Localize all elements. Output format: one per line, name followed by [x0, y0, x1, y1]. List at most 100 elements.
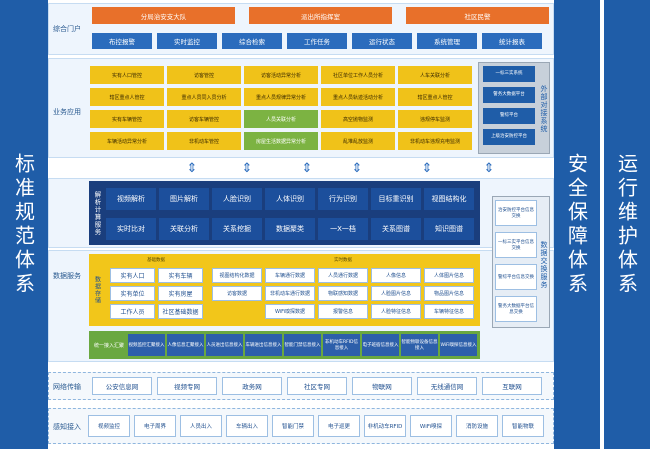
network-item-3[interactable]: 社区专网: [287, 377, 347, 395]
portal-menu-4[interactable]: 运行状态: [352, 33, 412, 49]
compute-r2-2[interactable]: 关系挖掘: [212, 218, 262, 240]
app-col4-0[interactable]: 社区单位工作人员分析: [321, 66, 395, 84]
rt-cell-6[interactable]: 非机动车通行数据: [265, 286, 315, 301]
access-cell-7[interactable]: 智能物联设备信息接入: [401, 334, 438, 356]
exchange-arrow: ⇕: [483, 160, 495, 176]
compute-r2-6[interactable]: 知识图谱: [424, 218, 474, 240]
external-item-2[interactable]: 警综平台: [483, 108, 535, 124]
exchange-item-2[interactable]: 警综平台信息交换: [495, 264, 537, 290]
compute-r1-5[interactable]: 目标重识别: [371, 188, 421, 210]
rt-cell-8[interactable]: 人脸图片信息: [371, 286, 421, 301]
portal-menu-2[interactable]: 综合检索: [222, 33, 282, 49]
rt-cell-1[interactable]: 车辆通行数据: [265, 268, 315, 283]
app-col5-2[interactable]: 违规停车监测: [398, 110, 472, 128]
compute-r1-6[interactable]: 视图结构化: [424, 188, 474, 210]
base-cell-1[interactable]: 实有车辆: [158, 268, 203, 283]
compute-r2-5[interactable]: 关系图谱: [371, 218, 421, 240]
sense-item-5[interactable]: 电子巡更: [318, 415, 360, 437]
app-col4-2[interactable]: 高空抛物监测: [321, 110, 395, 128]
portal-menu-6[interactable]: 统计报表: [482, 33, 542, 49]
app-col4-3[interactable]: 乱堆乱放监测: [321, 132, 395, 150]
exchange-item-0[interactable]: 治安防控平台信息交换: [495, 200, 537, 226]
app-col3-0[interactable]: 访客活动异常分析: [244, 66, 318, 84]
portal-menu-0[interactable]: 布控报警: [92, 33, 152, 49]
compute-r2-4[interactable]: 一X一档: [318, 218, 368, 240]
app-col1-3[interactable]: 车辆活动异常分析: [90, 132, 164, 150]
portal-top-0[interactable]: 分局治安支大队: [92, 7, 235, 24]
network-item-5[interactable]: 无线通信网: [417, 377, 477, 395]
compute-r1-1[interactable]: 图片解析: [159, 188, 209, 210]
app-col1-0[interactable]: 实有人口管控: [90, 66, 164, 84]
portal-menu-3[interactable]: 工作任务: [287, 33, 347, 49]
sense-item-6[interactable]: 非机动车RFID: [364, 415, 406, 437]
app-col5-0[interactable]: 人车关联分析: [398, 66, 472, 84]
app-col5-1[interactable]: 辖区重点人管控: [398, 88, 472, 106]
access-cell-0[interactable]: 视频监控汇聚接入: [128, 334, 165, 356]
access-cell-4[interactable]: 智能门禁信息接入: [284, 334, 321, 356]
up-down-arrow-2: ⇕: [301, 160, 313, 176]
portal-top-1[interactable]: 派出所指挥室: [249, 7, 392, 24]
portal-menu-5[interactable]: 系统管理: [417, 33, 477, 49]
access-cell-8[interactable]: WiFi嗅探信息接入: [440, 334, 477, 356]
rt-cell-2[interactable]: 人员通行数据: [318, 268, 368, 283]
rt-cell-13[interactable]: 人脸特征信息: [371, 304, 421, 319]
sense-item-0[interactable]: 视频监控: [88, 415, 130, 437]
app-col4-1[interactable]: 重点人员轨迹活动分析: [321, 88, 395, 106]
sense-item-4[interactable]: 智能门禁: [272, 415, 314, 437]
external-item-3[interactable]: 上级治安防控平台: [483, 129, 535, 145]
app-col3-3[interactable]: 房屋生活数据异常分析: [244, 132, 318, 150]
sense-item-1[interactable]: 电子周界: [134, 415, 176, 437]
access-cell-6[interactable]: 电子班宿信息接入: [362, 334, 399, 356]
rt-cell-3[interactable]: 人像信息: [371, 268, 421, 283]
base-cell-0[interactable]: 实有人口: [110, 268, 155, 283]
sense-item-8[interactable]: 消防设施: [456, 415, 498, 437]
network-item-4[interactable]: 物联网: [352, 377, 412, 395]
app-col5-3[interactable]: 非机动车违规充电监测: [398, 132, 472, 150]
access-cell-2[interactable]: 人员进出信息接入: [206, 334, 243, 356]
external-item-0[interactable]: 一标三实系统: [483, 66, 535, 82]
base-cell-5[interactable]: 社区基础数据: [158, 304, 203, 319]
app-col2-0[interactable]: 访客管控: [167, 66, 241, 84]
network-item-1[interactable]: 视频专网: [157, 377, 217, 395]
rt-cell-5[interactable]: 访客数据: [212, 286, 262, 301]
portal-menu-1[interactable]: 实时监控: [157, 33, 217, 49]
compute-r2-0[interactable]: 实时比对: [106, 218, 156, 240]
network-item-0[interactable]: 公安信息网: [92, 377, 152, 395]
sense-item-7[interactable]: WiFi嗅探: [410, 415, 452, 437]
app-col2-3[interactable]: 非机动车管控: [167, 132, 241, 150]
base-cell-2[interactable]: 实有单位: [110, 286, 155, 301]
compute-r2-3[interactable]: 数据聚类: [265, 218, 315, 240]
network-item-2[interactable]: 政务网: [222, 377, 282, 395]
compute-r2-1[interactable]: 关联分析: [159, 218, 209, 240]
access-cell-1[interactable]: 人像信息汇聚接入: [167, 334, 204, 356]
compute-r1-4[interactable]: 行为识别: [318, 188, 368, 210]
base-cell-4[interactable]: 工作人员: [110, 304, 155, 319]
app-col1-1[interactable]: 辖区重点人管控: [90, 88, 164, 106]
sense-item-9[interactable]: 智能物联: [502, 415, 544, 437]
sense-item-2[interactable]: 人员出入: [180, 415, 222, 437]
rt-cell-12[interactable]: 报警信息: [318, 304, 368, 319]
rt-cell-9[interactable]: 物品图片信息: [424, 286, 474, 301]
rt-cell-0[interactable]: 视图结构化数据: [212, 268, 262, 283]
app-col3-1[interactable]: 重点人员规律异常分析: [244, 88, 318, 106]
access-cell-5[interactable]: 非机动车RFID信息接入: [323, 334, 360, 356]
exchange-item-3[interactable]: 警务大数据平台信息交换: [495, 296, 537, 322]
rt-cell-14[interactable]: 车辆特征信息: [424, 304, 474, 319]
app-col2-1[interactable]: 重点人员同入员分析: [167, 88, 241, 106]
external-item-1[interactable]: 警务大数据平台: [483, 87, 535, 103]
app-col2-2[interactable]: 访客车辆管控: [167, 110, 241, 128]
compute-r1-3[interactable]: 人体识别: [265, 188, 315, 210]
rt-cell-11[interactable]: WiFi嗅探数据: [265, 304, 315, 319]
app-col3-2[interactable]: 人员关联分析: [244, 110, 318, 128]
portal-top-2[interactable]: 社区民警: [406, 7, 549, 24]
rt-cell-7[interactable]: 物联感知数据: [318, 286, 368, 301]
base-cell-3[interactable]: 实有房屋: [158, 286, 203, 301]
access-cell-3[interactable]: 车辆进出信息接入: [245, 334, 282, 356]
compute-r1-0[interactable]: 视频解析: [106, 188, 156, 210]
exchange-item-1[interactable]: 一标三实平台信息交换: [495, 232, 537, 258]
compute-r1-2[interactable]: 人脸识别: [212, 188, 262, 210]
network-item-6[interactable]: 互联网: [482, 377, 542, 395]
app-col1-2[interactable]: 实有车辆管控: [90, 110, 164, 128]
sense-item-3[interactable]: 车辆出入: [226, 415, 268, 437]
rt-cell-4[interactable]: 人体图片信息: [424, 268, 474, 283]
